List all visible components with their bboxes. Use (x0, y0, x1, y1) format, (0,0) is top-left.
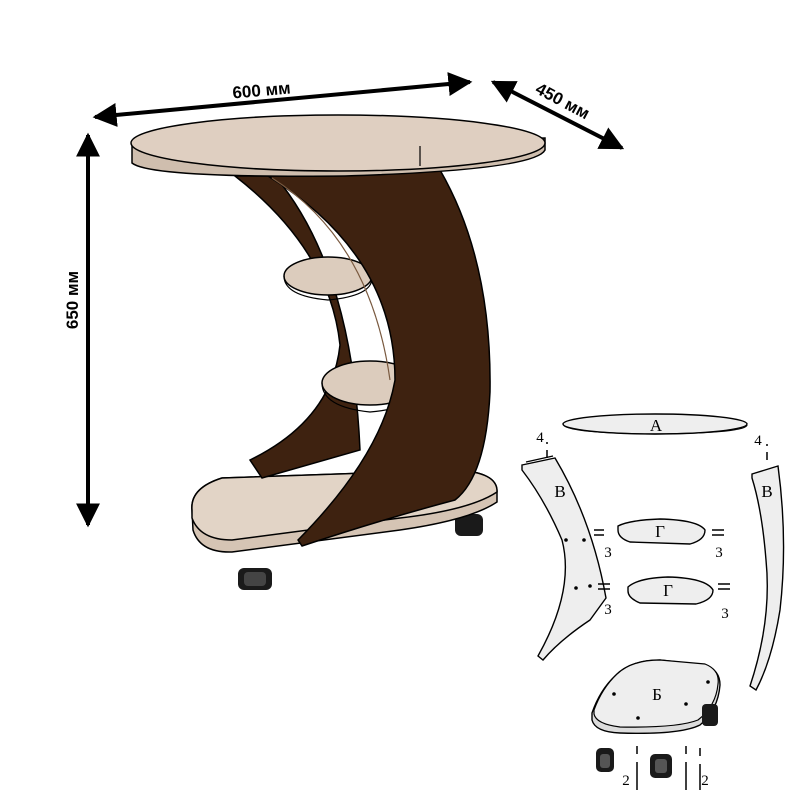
height-dimension: 650 мм (63, 132, 100, 528)
exploded-parts: А 4 4 В В Г (521, 413, 785, 790)
part-b-base: Б (591, 659, 721, 735)
casters-left-count: 2 (622, 773, 630, 789)
caster-part-3 (650, 754, 672, 778)
caster-fastener-marks (636, 746, 701, 790)
caster-part-2 (596, 748, 614, 772)
part-a-top: А (562, 413, 748, 435)
lower-shelf-right-count: 3 (721, 606, 729, 622)
assembled-table (130, 114, 546, 590)
width-dimension: 600 мм (92, 72, 473, 127)
upper-shelf-left-count: 3 (604, 545, 612, 561)
front-side-panel (265, 169, 491, 547)
upper-shelf-fastener-marks (594, 529, 724, 536)
part-v-left-side: В (521, 455, 607, 661)
top-left-count: 4 (536, 430, 544, 446)
table-top (130, 114, 546, 177)
part-g-lower-label: Г (663, 581, 673, 600)
lower-shelf-left-count: 3 (604, 602, 612, 618)
part-b-label: Б (652, 685, 662, 704)
part-v-right-label: В (761, 482, 772, 501)
upper-shelf (283, 256, 373, 301)
top-right-count: 4 (754, 433, 762, 449)
part-g-lower-shelf: Г (627, 576, 714, 605)
caster-back-right (455, 514, 483, 536)
part-v-left-label: В (554, 482, 565, 501)
part-g-upper-label: Г (655, 522, 665, 541)
part-g-upper-shelf: Г (617, 518, 706, 545)
caster-part-1 (702, 704, 718, 726)
top-fastener-marks (546, 442, 768, 460)
upper-shelf-right-count: 3 (715, 545, 723, 561)
lower-shelf-fastener-marks (598, 583, 730, 590)
part-v-right-side: В (749, 465, 785, 692)
caster-front-left (238, 568, 272, 590)
casters-right-count: 2 (701, 773, 709, 789)
part-a-label: А (650, 416, 663, 435)
height-label: 650 мм (63, 271, 82, 329)
